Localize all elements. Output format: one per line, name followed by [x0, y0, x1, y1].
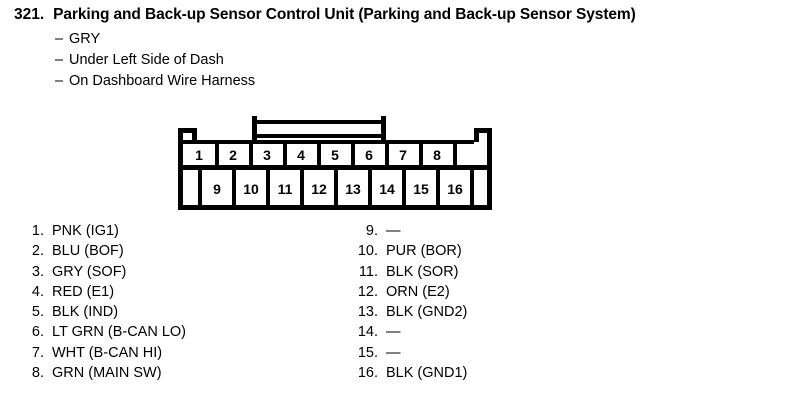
pin-value: BLK (SOR) [386, 263, 459, 280]
pin-list-item: 6. LT GRN (B-CAN LO) [18, 322, 186, 342]
connector-pin-15: 15 [413, 181, 429, 197]
pin-number: 9. [365, 223, 378, 239]
connector-pin-4: 4 [297, 147, 305, 163]
note-text: GRY [69, 31, 101, 47]
pin-list-left-column: 1. PNK (IG1) 2. BLU (BOF) 3. GRY (SOF) 4… [18, 221, 186, 383]
pin-list-item: 2. BLU (BOF) [18, 241, 186, 261]
pin-list-item: 9. — [352, 221, 467, 241]
pin-value: BLK (IND) [52, 304, 119, 321]
pin-value: PNK (IG1) [52, 223, 119, 239]
pin-list-item: 12. ORN (E2) [352, 282, 467, 302]
connector-latch [252, 116, 386, 142]
pin-list-item: 11. BLK (SOR) [352, 262, 467, 282]
pin-list-item: 16. BLK (GND1) [352, 363, 468, 383]
pin-value: BLU (BOF) [52, 243, 124, 260]
section-number: 321. [14, 6, 45, 23]
pin-list-item: 5. BLK (IND) [18, 302, 186, 322]
connector-pin-5: 5 [331, 147, 339, 163]
connector-pinout-diagram: 1 2 3 4 5 6 7 8 9 10 11 12 13 14 15 16 [178, 114, 492, 210]
connector-pin-16: 16 [447, 181, 463, 197]
pin-value: PUR (BOR) [386, 243, 462, 260]
connector-top-row-dividers [215, 142, 457, 167]
pin-number: 5. [31, 304, 44, 321]
connector-bottom-row-dividers [198, 168, 474, 208]
pin-list-item: 14. — [352, 322, 467, 342]
pin-number: 4. [31, 283, 44, 300]
en-dash-marker: – [55, 52, 64, 68]
pin-number: 6. [31, 324, 44, 341]
pin-value: RED (E1) [52, 283, 115, 300]
pin-value: — [386, 344, 401, 361]
pin-value: — [386, 324, 401, 341]
pin-value: GRY (SOF) [52, 263, 127, 280]
connector-pin-6: 6 [365, 147, 373, 163]
pin-value: WHT (B-CAN HI) [52, 344, 163, 361]
pin-number: 7. [31, 344, 44, 361]
en-dash-marker: – [55, 73, 64, 89]
note-item: – Under Left Side of Dash [55, 50, 255, 71]
pin-number: 10. [357, 243, 378, 260]
connector-pin-1: 1 [195, 147, 203, 163]
en-dash-marker: – [55, 31, 64, 47]
note-text: On Dashboard Wire Harness [69, 73, 256, 89]
pin-number: 15. [357, 344, 378, 361]
pin-list-item: 13. BLK (GND2) [352, 302, 468, 322]
pin-number: 2. [31, 243, 44, 260]
pin-value: BLK (GND1) [386, 365, 468, 382]
note-item: – GRY [55, 29, 255, 50]
pin-number: 13. [357, 304, 378, 321]
connector-pin-12: 12 [311, 181, 327, 197]
pin-list-item: 3. GRY (SOF) [18, 262, 186, 282]
pin-number: 16. [357, 365, 378, 382]
pin-list-item: 10. PUR (BOR) [352, 241, 467, 261]
connector-pin-7: 7 [399, 147, 407, 163]
connector-pin-8: 8 [433, 147, 441, 163]
pin-list-item: 8. GRN (MAIN SW) [18, 363, 186, 383]
connector-pin-2: 2 [229, 147, 237, 163]
pin-list-item: 1. PNK (IG1) [18, 221, 186, 241]
connector-notes-list: – GRY – Under Left Side of Dash – On Das… [55, 29, 255, 92]
connector-pin-3: 3 [263, 147, 271, 163]
pin-value: GRN (MAIN SW) [52, 365, 162, 382]
pin-number: 1. [31, 223, 44, 239]
pin-list-item: 4. RED (E1) [18, 282, 186, 302]
pin-number: 8. [31, 365, 44, 382]
pin-number: 11. [358, 263, 378, 280]
pin-value: BLK (GND2) [386, 304, 468, 321]
connector-pin-13: 13 [345, 181, 361, 197]
pin-list-item: 7. WHT (B-CAN HI) [18, 343, 186, 363]
pin-value: LT GRN (B-CAN LO) [52, 324, 187, 341]
page-title: 321. Parking and Back-up Sensor Control … [14, 5, 636, 24]
note-text: Under Left Side of Dash [69, 52, 224, 68]
note-item: – On Dashboard Wire Harness [55, 71, 255, 92]
pin-number: 12. [357, 283, 378, 300]
connector-top-row-numbers: 1 2 3 4 5 6 7 8 [195, 147, 441, 163]
pin-number: 3. [31, 263, 44, 280]
pin-list-item: 15. — [352, 343, 467, 363]
pin-value: ORN (E2) [386, 283, 450, 300]
pin-value: — [386, 223, 401, 239]
pin-list-right-column: 9. — 10. PUR (BOR) 11. BLK (SOR) 12. ORN… [352, 221, 468, 383]
connector-pin-11: 11 [278, 181, 293, 197]
connector-pin-10: 10 [243, 181, 259, 197]
connector-pin-9: 9 [213, 181, 221, 197]
section-title: Parking and Back-up Sensor Control Unit … [53, 6, 636, 23]
pin-number: 14. [357, 324, 378, 341]
connector-pin-14: 14 [379, 181, 395, 197]
connector-bottom-row-numbers: 9 10 11 12 13 14 15 16 [213, 181, 463, 197]
